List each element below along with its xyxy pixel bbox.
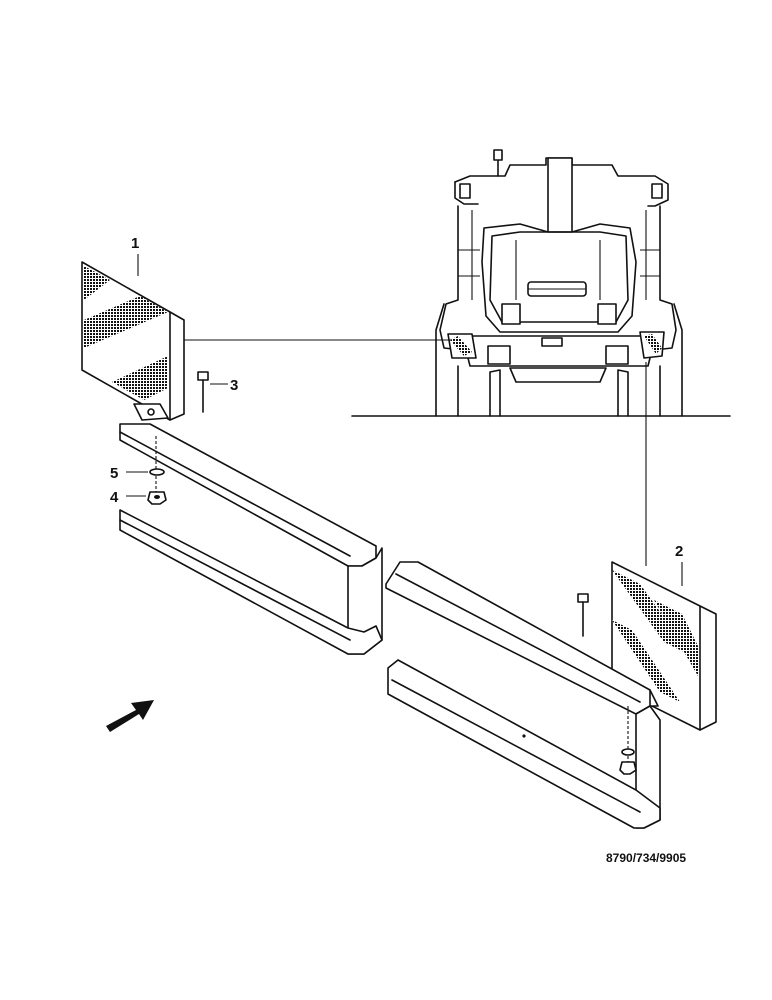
unloading-spout [547,157,573,245]
mounting-rail-right [385,561,661,829]
body-left [439,205,463,351]
callout-3: 3 [230,377,238,394]
bolt-right [577,593,589,637]
warning-plate-left [81,261,185,421]
drawing-reference: 8790/734/9905 [606,851,686,865]
nut-item-4 [126,491,167,505]
wheel-right [673,303,683,417]
mounting-rail-left [119,423,383,655]
direction-arrow-icon [106,700,154,732]
washer-item-5 [126,436,165,496]
harvester-rear-view [351,149,731,417]
body-right [653,205,677,351]
wheel-left [435,303,445,417]
callout-5: 5 [110,465,118,482]
bolt-item-3 [197,371,228,413]
callout-1: 1 [131,235,139,252]
callout-4: 4 [110,489,119,506]
hardware-right [619,706,637,775]
callout-2: 2 [675,543,683,560]
bolt-head [197,371,209,381]
